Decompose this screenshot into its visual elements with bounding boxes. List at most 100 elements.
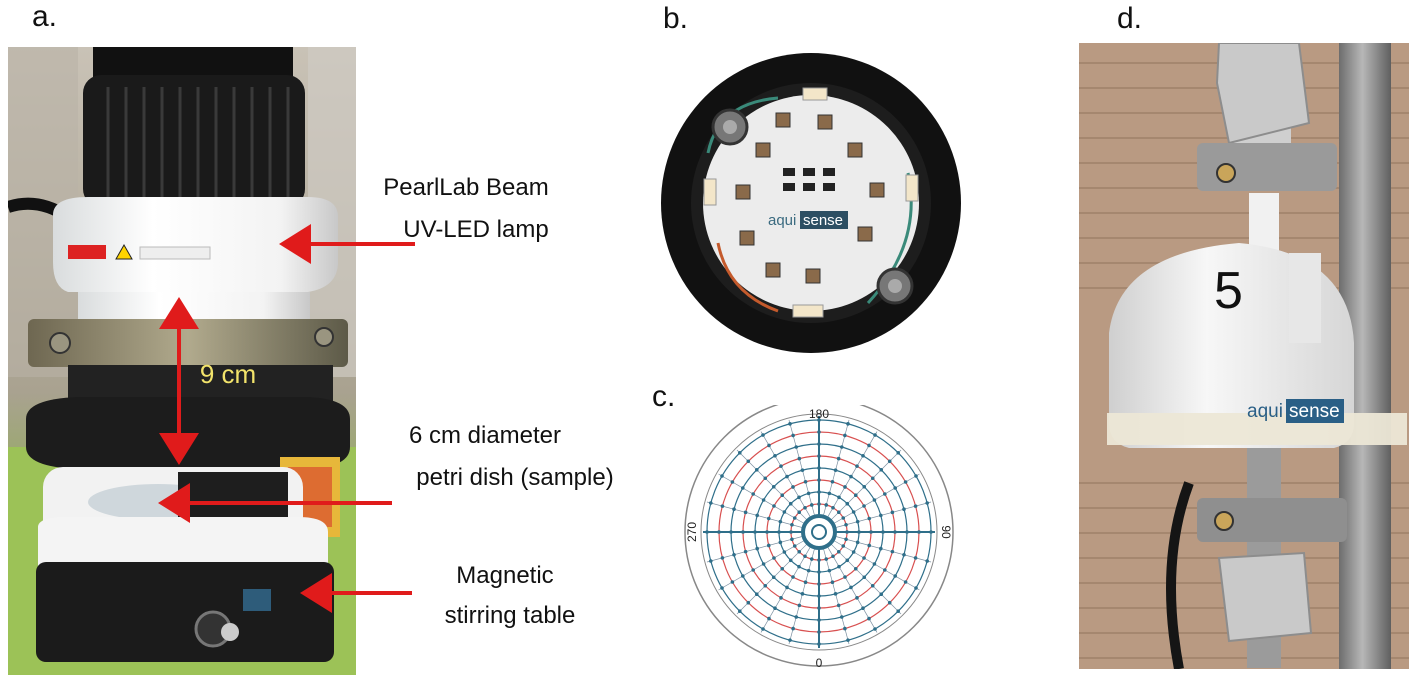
polar-dot <box>792 544 797 548</box>
polar-dot <box>836 549 841 554</box>
polar-dot <box>855 596 859 600</box>
polar-dot <box>903 480 908 484</box>
polar-dot <box>830 479 835 484</box>
polar-dot <box>785 585 789 590</box>
polar-dot <box>827 491 832 496</box>
polar-dot <box>833 592 838 596</box>
polar-dot <box>797 564 801 569</box>
polar-dot <box>879 467 884 472</box>
polar-dot <box>773 453 777 458</box>
polar-dot <box>755 546 759 551</box>
polar-dot <box>837 495 841 500</box>
polar-dot <box>817 466 821 470</box>
polar-dot <box>844 537 848 542</box>
polar-dot <box>817 478 821 482</box>
polar-dot <box>791 485 795 489</box>
polar-dot <box>817 490 821 494</box>
polar-dot <box>883 568 887 572</box>
polar-dot <box>806 568 811 573</box>
polar-dot <box>709 559 713 563</box>
panel-b-led-board-photo: aqui sense <box>658 43 968 368</box>
polar-dot <box>817 582 821 586</box>
polar-dot <box>873 627 877 631</box>
polar-dot <box>879 592 884 597</box>
polar-dot <box>824 557 829 561</box>
polar-dot <box>788 422 792 426</box>
polar-dot <box>782 510 787 514</box>
polar-dot <box>732 552 736 557</box>
polar-dot <box>846 638 850 642</box>
panel-d-letter: d. <box>1117 2 1143 35</box>
polar-dot <box>788 558 793 563</box>
led-board-brand-a: aqui <box>768 212 796 229</box>
dish-label-line1: 6 cm diameter <box>408 422 562 449</box>
polar-dot <box>717 530 721 534</box>
polar-dot <box>903 580 908 584</box>
polar-dot <box>913 556 918 560</box>
polar-dot <box>862 484 867 489</box>
polar-dot <box>839 445 844 449</box>
polar-dot <box>738 451 742 455</box>
polar-dot <box>887 600 892 605</box>
polar-dot <box>797 495 801 500</box>
polar-dot <box>872 498 877 502</box>
polar-dot <box>741 530 745 534</box>
polar-dot <box>929 530 933 534</box>
polar-dot <box>773 606 777 611</box>
lamp-label-line2: UV-LED lamp <box>403 216 549 243</box>
polar-dot <box>862 556 866 560</box>
polar-dot <box>844 522 848 527</box>
polar-dot <box>771 484 776 489</box>
polar-dot <box>862 504 866 508</box>
polar-dot <box>766 543 771 548</box>
polar-dot <box>771 575 776 580</box>
polar-dot <box>846 422 850 426</box>
polar-dot <box>853 566 858 571</box>
polar-dot <box>831 554 835 559</box>
polar-dot <box>843 626 847 631</box>
polar-dot <box>851 550 856 554</box>
polar-dot <box>887 459 892 464</box>
polar-dot <box>833 468 838 472</box>
polar-dot <box>803 580 808 585</box>
polar-dot <box>817 594 821 598</box>
polar-dot <box>730 580 735 584</box>
polar-dot <box>824 503 829 507</box>
polar-dot <box>766 516 771 521</box>
sensor-photo-drawing: 5 aqui sense <box>1079 43 1409 669</box>
polar-dot <box>791 433 795 438</box>
polar-dot <box>861 453 865 458</box>
polar-dot <box>831 505 835 510</box>
polar-dot <box>836 456 841 461</box>
polar-dot <box>890 510 895 515</box>
polar-dot <box>720 556 725 560</box>
polar-dot <box>893 574 898 578</box>
polar-dot <box>780 566 785 571</box>
led-board-brand-b: sense <box>803 212 843 229</box>
polar-dot <box>761 627 765 631</box>
polar-dot <box>845 501 850 506</box>
polar-dot <box>925 559 929 563</box>
polar-dot <box>761 498 766 502</box>
polar-dot <box>709 501 713 505</box>
polar-dot <box>836 510 841 515</box>
polar-dot <box>779 596 783 600</box>
polar-dot <box>914 586 918 590</box>
polar-dot <box>790 537 794 542</box>
polar-dot <box>803 554 807 559</box>
polar-dot <box>746 459 751 464</box>
polar-dot <box>817 570 821 574</box>
polar-dot <box>767 443 771 448</box>
polar-dot <box>761 433 765 437</box>
polar-dot <box>905 530 909 534</box>
polar-dot <box>841 544 846 548</box>
polar-dot <box>817 606 821 610</box>
polar-dot <box>785 474 789 479</box>
polar-dot <box>778 540 783 545</box>
dial-label-left: 270 <box>685 522 699 542</box>
polar-dot <box>896 609 900 613</box>
polar-dot <box>855 464 859 468</box>
polar-dot <box>861 606 865 611</box>
sensor-marker-number: 5 <box>1214 262 1243 320</box>
polar-dot <box>809 557 814 561</box>
